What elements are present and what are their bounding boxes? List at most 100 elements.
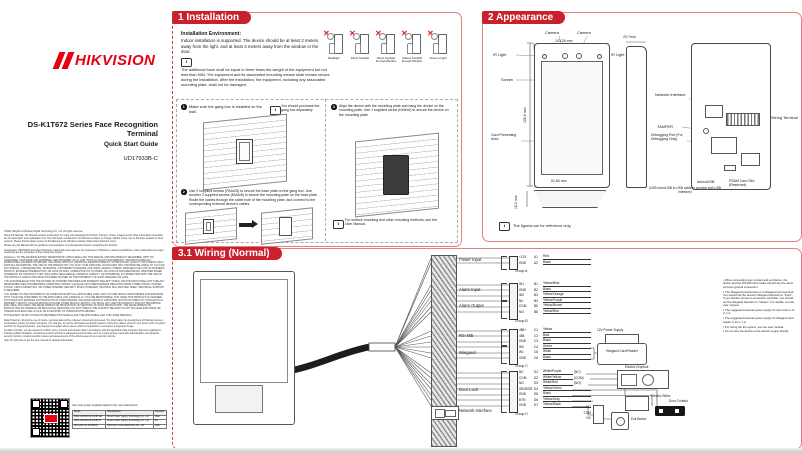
steps-divider	[325, 99, 326, 241]
legal-paragraph: Trademarks: HIKVISION and other Hikvisio…	[4, 248, 164, 255]
group-tag: Group B	[515, 319, 528, 323]
width-dimension: 103.26 mm	[555, 39, 573, 43]
installation-section: 1 Installation Installation Environment:…	[172, 11, 462, 247]
warning-icon: ✕	[349, 30, 371, 54]
step3-text: Align the device with the mounting plate…	[339, 104, 449, 117]
legal-paragraph: Data Protection: During the use of devic…	[4, 318, 166, 328]
warning-icon: ✕	[401, 30, 423, 54]
psu-label: 12V Power Supply	[597, 328, 624, 332]
network-plug-icon	[431, 406, 459, 420]
debug-port-label: Debugging Port (For Debugging Only)	[651, 133, 683, 142]
device-on-wall	[383, 155, 409, 195]
front-screen	[541, 61, 603, 175]
microusb-label: microUSB	[697, 179, 715, 184]
group-tag: Group D	[515, 412, 528, 416]
strike-label: Electric Strike	[651, 394, 671, 398]
depth-dimension: 20.7mm	[623, 35, 636, 39]
psam-slot	[741, 153, 760, 166]
network-port	[705, 105, 723, 118]
warning-icon: ✕	[375, 30, 397, 54]
network-interface-label: Network Interface	[459, 408, 492, 413]
power-input-label: Power Input	[459, 257, 482, 262]
wiring-notes: When connecting door contact and exit bu…	[719, 278, 795, 335]
appearance-section: 2 Appearance Camera Camera 103.26 m	[482, 11, 802, 242]
legal-paragraph: ©2020 Hangzhou Hikvision Digital Technol…	[4, 230, 83, 233]
bracket	[501, 345, 507, 364]
connector-block-b	[509, 283, 518, 320]
appearance-heading: 2 Appearance	[482, 11, 566, 24]
network-interface-label: Network Interface	[655, 92, 686, 97]
note-book-icon: i	[333, 220, 344, 229]
door-contact-box	[655, 406, 685, 416]
page-edge	[0, 448, 802, 453]
step-number: 3	[331, 104, 337, 110]
psam-label: PSAM Card Slot (Reserved)	[729, 179, 755, 188]
hikvision-logo: HIKVISION	[52, 52, 156, 69]
steps-area	[176, 99, 458, 243]
wiring-heading: 3.1 Wiring (Normal)	[172, 247, 282, 260]
legal-paragraph: About this Manual: The Manual includes i…	[4, 234, 164, 244]
ir-light-label: IR Light	[611, 52, 625, 57]
qr-logo-icon	[44, 414, 58, 423]
wiring-note: The Wiegand terminal here is a Wiegand i…	[723, 290, 795, 308]
gang-box	[236, 139, 253, 164]
screen-label: Screen	[501, 77, 514, 82]
card-area-label: Card Presenting Area	[491, 133, 517, 142]
note-book-icon: i	[499, 222, 510, 231]
wiring-note: Do not wire the device to the electric s…	[723, 330, 795, 334]
height-dimension: 185.8 mm	[523, 107, 527, 123]
reference-note: The figures are for reference only.	[513, 223, 572, 228]
wiring-terminal-block	[726, 113, 760, 126]
wiegand-reader-box: Wiegand Card Reader	[597, 343, 647, 365]
exit-button-box	[611, 412, 629, 430]
legal-paragraph: Scan the QR code to get the user manual …	[4, 338, 74, 342]
warning-caption: Direct Sunlight through Window	[375, 56, 397, 64]
relay-no-label: NO	[586, 405, 591, 409]
connector-block-a	[509, 256, 518, 270]
legal-paragraph: IN THE EVENT OF ANY CONFLICTS BETWEEN TH…	[4, 314, 132, 318]
gang-box	[203, 219, 214, 234]
microusb-port	[724, 165, 736, 171]
camera-label: Camera	[577, 30, 591, 35]
document-title: DS-K1T672 Series Face Recognition Termin…	[27, 120, 158, 139]
env-title: Installation Environment:	[181, 31, 242, 37]
installation-heading: 1 Installation	[172, 11, 252, 24]
tamper-label: TAMPER	[657, 124, 673, 129]
relay-block	[593, 405, 604, 424]
relay-com-label: COM	[583, 410, 591, 415]
env-text: Indoor installation is supported. The de…	[181, 38, 319, 55]
warning-icon: ✕	[427, 30, 449, 54]
dropbolt-box	[617, 370, 669, 389]
wiring-note: When connecting door contact and exit bu…	[723, 278, 795, 289]
wiring-section: 3.1 Wiring (Normal) Power Input Alarm In…	[172, 247, 802, 450]
bottom-width-dimension: 91.84 mm	[551, 179, 567, 183]
group-tag: Group A	[515, 269, 528, 273]
mounting-plate	[279, 217, 292, 236]
camera-icon	[562, 53, 568, 59]
ir-light-icon	[542, 54, 547, 59]
legal-paragraph: Disclaimer: TO THE MAXIMUM EXTENT PERMIT…	[4, 255, 165, 279]
step1-text: Make sure the gang box is installed on t…	[189, 104, 262, 115]
brand-name: HIKVISION	[75, 52, 156, 69]
step1-note: You should purchase the gang box separat…	[281, 104, 320, 113]
wiring-note: The suggested external power supply for …	[723, 308, 795, 316]
alarm-output-label: Alarm Output	[459, 303, 484, 308]
bracket	[501, 329, 507, 347]
step-number: 1	[181, 104, 187, 110]
bottom-view	[534, 190, 606, 208]
legal-paragraph: Please use this Manual with the guidance…	[4, 244, 118, 248]
document-subtitle: Quick Start Guide	[104, 141, 158, 148]
microusb-note: (USB microUSB to USB cable to connect wi…	[649, 186, 721, 194]
